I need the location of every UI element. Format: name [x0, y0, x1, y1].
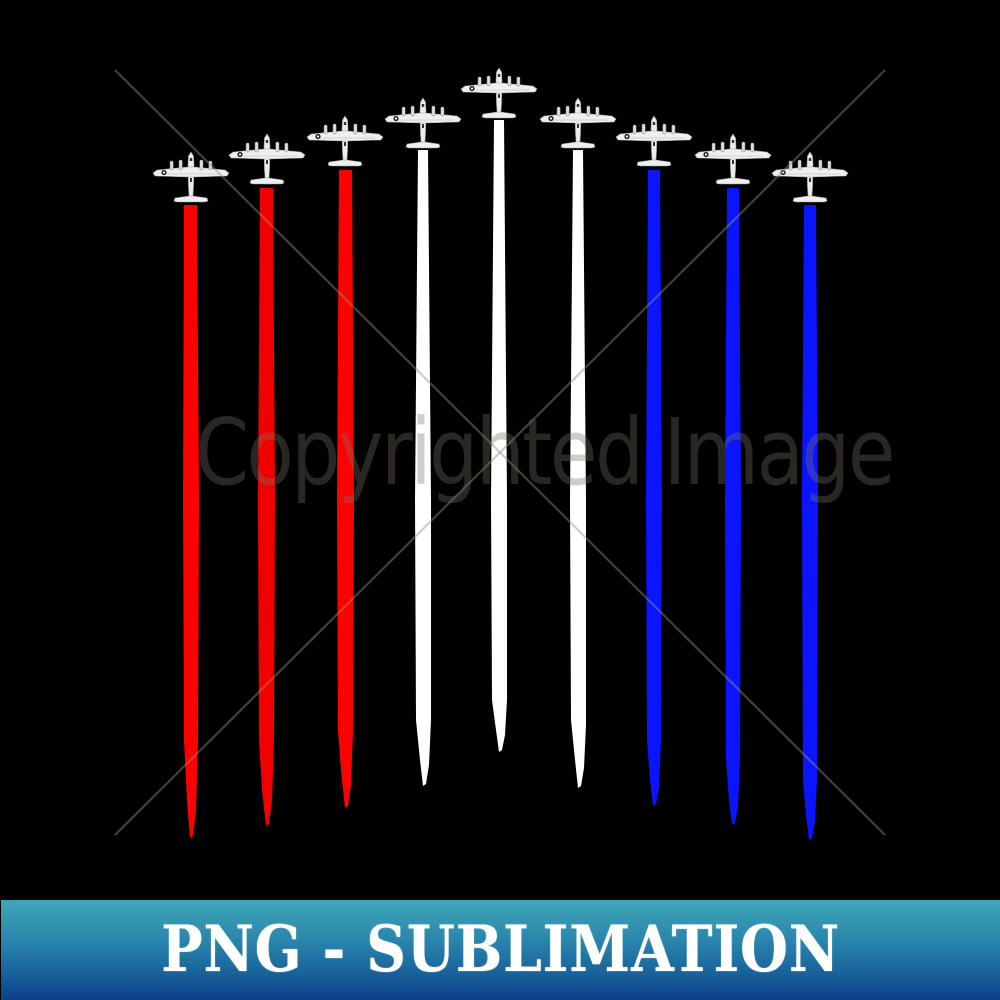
trail-blue-3 — [802, 205, 818, 840]
watermark-cross-lines — [114, 69, 886, 836]
bomber-plane-icon — [771, 151, 849, 203]
trail-blue-2 — [725, 188, 741, 825]
trail-white-3 — [570, 150, 586, 788]
bomber-plane-icon — [694, 133, 772, 185]
bomber-plane-icon — [306, 115, 384, 167]
bomber-plane-icon — [384, 97, 462, 149]
flyover-illustration — [114, 67, 886, 840]
trail-white-2 — [491, 120, 507, 752]
trail-red-1 — [183, 205, 199, 838]
banner-title: PNG - SUBLIMATION — [161, 912, 840, 987]
trail-red-2 — [258, 188, 275, 826]
trail-blue-1 — [646, 170, 662, 806]
format-banner: PNG - SUBLIMATION — [1, 900, 1000, 1000]
bomber-plane-icon — [152, 151, 230, 203]
bomber-plane-icon — [539, 97, 617, 149]
bomber-plane-icon — [615, 115, 693, 167]
smoke-trails — [183, 120, 818, 840]
trail-red-3 — [337, 170, 354, 808]
artwork-canvas: Copyrighted Image — [114, 67, 896, 840]
trail-white-1 — [415, 150, 431, 786]
bomber-plane-icon — [228, 133, 306, 185]
bomber-plane-icon — [460, 67, 538, 119]
